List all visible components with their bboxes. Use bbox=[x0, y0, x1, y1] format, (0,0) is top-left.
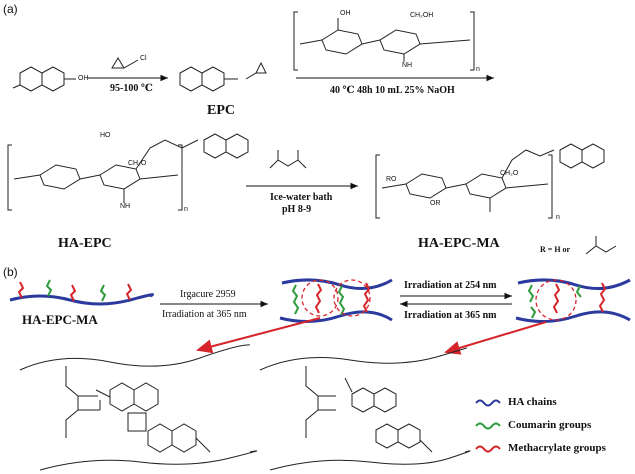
cleaved-coumarin-structure bbox=[259, 347, 471, 471]
ha-n-label: n bbox=[476, 66, 480, 73]
step2-conditions: 40 ℃ 48h 10 mL 25% NaOH bbox=[330, 85, 455, 96]
step3-conditions-line1: Ice-water bath bbox=[270, 192, 333, 203]
legend-coumarin-groups: Coumarin groups bbox=[508, 419, 592, 431]
ha-epc-ma-label: HA-EPC-MA bbox=[418, 236, 500, 251]
methacrylic-anhydride-structure bbox=[269, 150, 307, 169]
ha-repeat-unit-structure bbox=[293, 11, 475, 71]
forward-irradiation: Irradiation at 365 nm bbox=[404, 310, 497, 321]
hama-or-label: OR bbox=[430, 200, 441, 207]
ha-nh-label: NH bbox=[402, 62, 413, 69]
haepc-ho-label: HO bbox=[100, 132, 111, 139]
ha-epc-structure bbox=[7, 133, 249, 211]
step1-conditions: 95-100 ℃ bbox=[110, 83, 153, 94]
r-definition: R = H or bbox=[540, 245, 571, 254]
panel-a-label: (a) bbox=[3, 2, 18, 16]
crosslink-initiator: Irgacure 2959 bbox=[180, 289, 236, 300]
hama-ro-label: RO bbox=[386, 176, 397, 183]
epichlorohydrin-structure bbox=[111, 57, 139, 69]
legend-ha-chains: HA chains bbox=[508, 396, 557, 408]
crosslinked-network-2 bbox=[515, 278, 631, 323]
legend-methacrylate-groups: Methacrylate groups bbox=[508, 442, 606, 454]
hydroxyl-label: OH bbox=[78, 75, 89, 82]
haepc-nh-label: NH bbox=[120, 203, 131, 210]
reverse-irradiation: Irradiation at 254 nm bbox=[404, 280, 497, 291]
hama-ch2o-label: CH₂O bbox=[500, 170, 519, 177]
epc-structure bbox=[179, 61, 267, 92]
haepc-ch2o-label: CH₂O bbox=[128, 160, 147, 167]
chlorine-label: Cl bbox=[140, 55, 147, 62]
network-ha-epc-ma-label: HA-EPC-MA bbox=[22, 312, 98, 327]
ha-ch2oh-label: CH₂OH bbox=[410, 12, 434, 19]
hydroxycoumarin-structure bbox=[12, 66, 76, 92]
epc-label: EPC bbox=[207, 103, 235, 118]
reversible-arrows bbox=[400, 292, 512, 308]
reaction-arrow-1 bbox=[88, 57, 168, 82]
hama-n-label: n bbox=[556, 214, 560, 221]
linear-polymer-chain bbox=[9, 279, 154, 306]
ha-oh-label: OH bbox=[340, 10, 351, 17]
zoom-arrow-2 bbox=[444, 321, 547, 355]
ha-epc-ma-structure bbox=[375, 143, 605, 219]
coumarin-dimer-crosslink-structure bbox=[19, 344, 258, 471]
methacryloyl-group-structure bbox=[585, 236, 617, 255]
step3-conditions-line2: pH 8-9 bbox=[282, 204, 312, 215]
ha-epc-label: HA-EPC bbox=[58, 236, 112, 251]
legend-swatches bbox=[475, 399, 501, 453]
panel-b-label: (b) bbox=[3, 265, 18, 279]
crosslinked-network-1 bbox=[279, 278, 393, 323]
haepc-n-label: n bbox=[184, 206, 188, 213]
zoom-arrow-1 bbox=[196, 317, 321, 354]
crosslink-irradiation: Irradiation at 365 nm bbox=[162, 309, 247, 320]
